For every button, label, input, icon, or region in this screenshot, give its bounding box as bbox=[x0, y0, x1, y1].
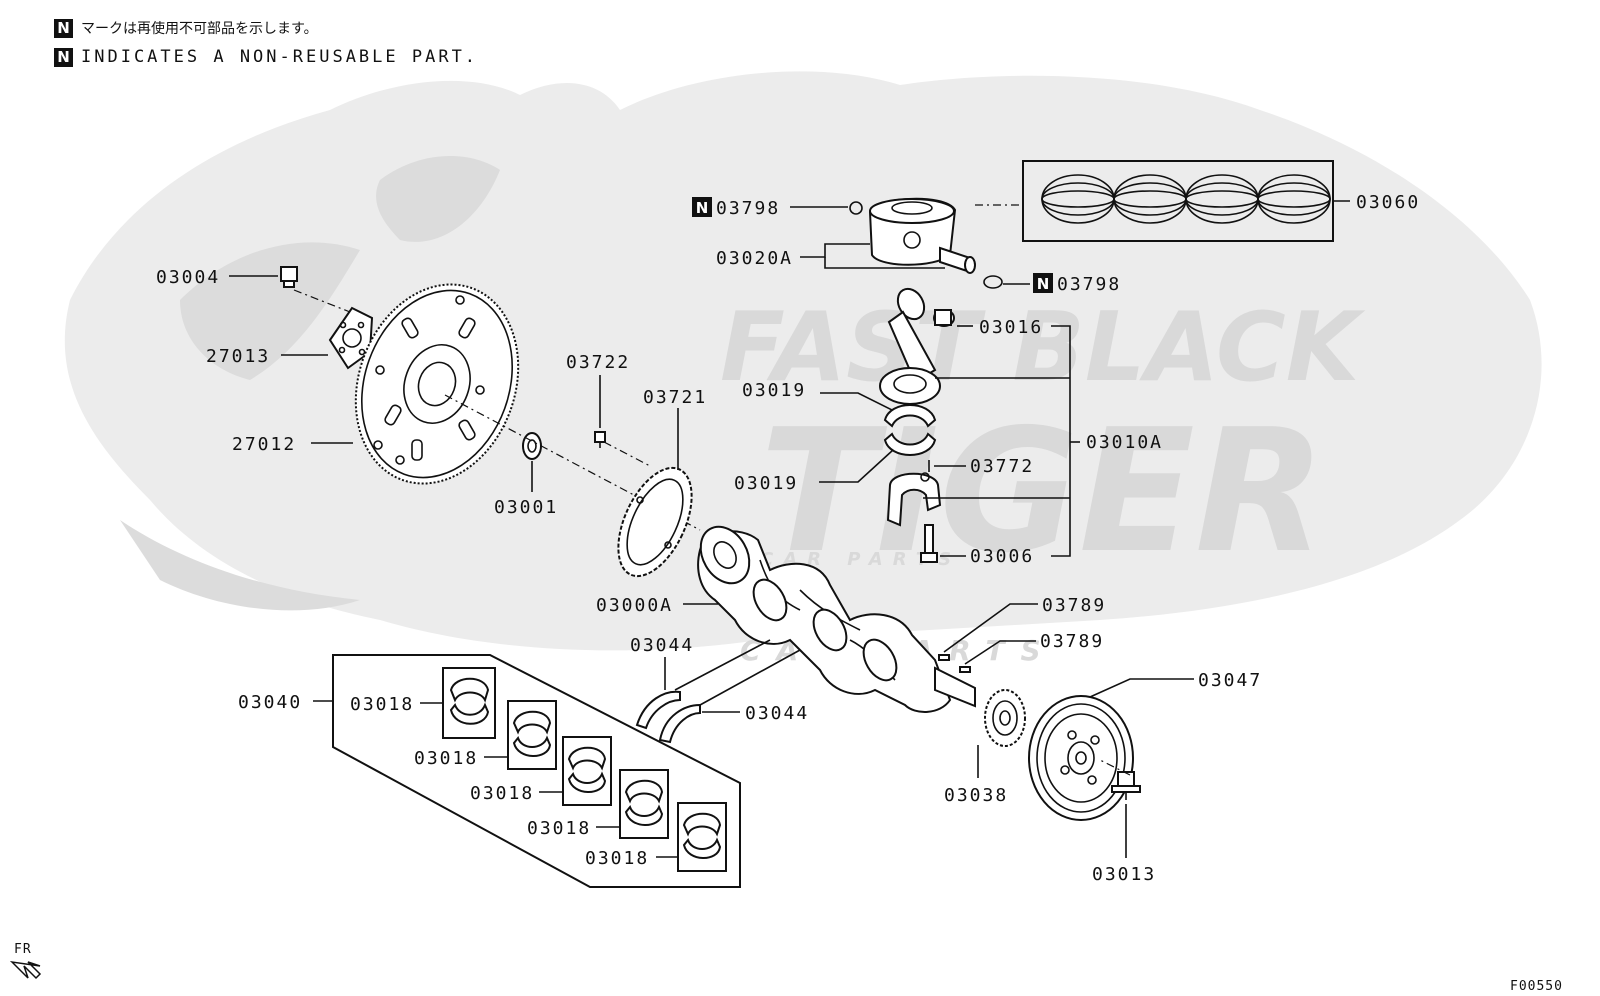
main-bearing-1-icon bbox=[442, 667, 496, 739]
main-bearing-set: 03040 03018 03018 03018 bbox=[238, 654, 741, 888]
figure-code: F00550 bbox=[1510, 979, 1563, 994]
label-03789-b: 03789 bbox=[1040, 631, 1104, 652]
label-03019-lower: 03019 bbox=[734, 473, 798, 494]
label-03772: 03772 bbox=[970, 456, 1034, 477]
label-03018-2: 03018 bbox=[414, 748, 478, 769]
bushing-icon bbox=[933, 309, 955, 327]
main-bearing-5-icon bbox=[677, 802, 727, 872]
mark-letter: N bbox=[1037, 275, 1050, 293]
label-03789-a: 03789 bbox=[1042, 595, 1106, 616]
crankshaft-icon bbox=[697, 525, 976, 713]
label-03020A: 03020A bbox=[716, 248, 793, 269]
front-arrow-icon bbox=[9, 960, 42, 980]
label-03047: 03047 bbox=[1198, 670, 1262, 691]
non-reusable-mark-icon bbox=[1033, 273, 1053, 293]
label-27013: 27013 bbox=[206, 346, 270, 367]
main-bearing-2-icon bbox=[507, 700, 557, 770]
label-27012: 27012 bbox=[232, 434, 296, 455]
bolt-icon bbox=[280, 266, 298, 288]
main-bearing-4-icon bbox=[619, 769, 669, 839]
bolt-small-icon bbox=[594, 431, 606, 448]
watermark: FAST BLACK TIGER CAR PARTS CAR PARTS bbox=[64, 71, 1542, 667]
direction-label: FR bbox=[14, 942, 32, 957]
label-03038: 03038 bbox=[944, 785, 1008, 806]
bearing-upper-icon bbox=[883, 404, 937, 428]
label-03044-upper: 03044 bbox=[630, 635, 694, 656]
label-03010A: 03010A bbox=[1086, 432, 1163, 453]
label-03721: 03721 bbox=[643, 387, 707, 408]
label-03018-5: 03018 bbox=[585, 848, 649, 869]
non-reusable-mark-icon bbox=[692, 197, 712, 217]
non-reusable-mark-icon: N bbox=[54, 47, 73, 67]
label-03060: 03060 bbox=[1356, 192, 1420, 213]
label-03018-4: 03018 bbox=[527, 818, 591, 839]
label-03001: 03001 bbox=[494, 497, 558, 518]
woodruff-key-icon bbox=[938, 654, 971, 673]
label-03006: 03006 bbox=[970, 546, 1034, 567]
crank-pulley-icon bbox=[1028, 695, 1134, 821]
label-03016: 03016 bbox=[979, 317, 1043, 338]
label-03018-3: 03018 bbox=[470, 783, 534, 804]
rod-cap-icon bbox=[886, 472, 942, 527]
label-03798-bottom: 03798 bbox=[1057, 274, 1121, 295]
drive-plate-icon bbox=[354, 283, 520, 485]
adapter-plate-icon bbox=[328, 306, 374, 370]
crank-sprocket-icon bbox=[984, 689, 1026, 747]
pulley-bolt-icon bbox=[1111, 771, 1141, 800]
label-03040: 03040 bbox=[238, 692, 302, 713]
piston-rings-set: 03060 bbox=[975, 160, 1420, 242]
legend-en-text: INDICATES A NON-REUSABLE PART. bbox=[81, 47, 479, 67]
non-reusable-mark-icon: N bbox=[54, 18, 73, 38]
thrust-washer-lower-icon bbox=[658, 703, 701, 744]
main-bearing-3-icon bbox=[562, 736, 612, 806]
label-03004: 03004 bbox=[156, 267, 220, 288]
watermark-brand-line2: TIGER bbox=[760, 393, 1326, 591]
piston-icon bbox=[868, 197, 976, 274]
sensor-plate-icon bbox=[617, 466, 693, 578]
label-03722: 03722 bbox=[566, 352, 630, 373]
thrust-washer-upper-icon bbox=[635, 690, 681, 730]
rod-bolt-icon bbox=[920, 524, 938, 563]
watermark-brand-line1: FAST BLACK bbox=[720, 293, 1366, 403]
bearing-lower-icon bbox=[883, 432, 937, 456]
legend-en: N INDICATES A NON-REUSABLE PART. bbox=[54, 47, 478, 67]
piston-ring-4-icon bbox=[1257, 174, 1331, 224]
legend-jp-text: マークは再使用不可部品を示します。 bbox=[81, 21, 318, 37]
spacer-ring-icon bbox=[522, 432, 542, 460]
label-03018-1: 03018 bbox=[350, 694, 414, 715]
label-03013: 03013 bbox=[1092, 864, 1156, 885]
piston-pin-clip-icon bbox=[849, 201, 1003, 289]
mark-letter: N bbox=[696, 199, 709, 217]
legend-jp: N マークは再使用不可部品を示します。 bbox=[54, 18, 318, 38]
label-03044-lower: 03044 bbox=[745, 703, 809, 724]
label-03798-top: 03798 bbox=[716, 198, 780, 219]
label-03000A: 03000A bbox=[596, 595, 673, 616]
label-03019-upper: 03019 bbox=[742, 380, 806, 401]
